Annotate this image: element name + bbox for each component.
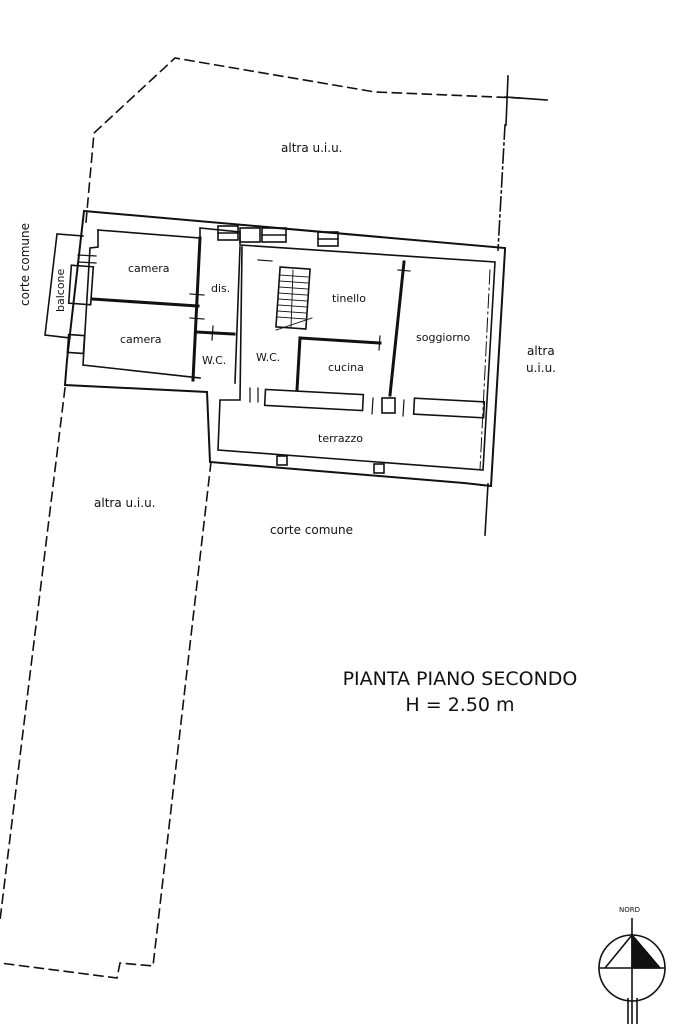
room-label-balcone: balcone	[54, 268, 67, 312]
zone-label-corte-left: corte comune	[18, 223, 32, 306]
left-unit-boundary	[0, 387, 66, 921]
north-label: NORD	[619, 906, 640, 914]
room-label-wc-1: W.C.	[202, 354, 227, 367]
room-label-camera-1: camera	[128, 262, 170, 275]
plan-title: PIANTA PIANO SECONDO	[342, 668, 578, 690]
zone-label-corte-bottom: corte comune	[270, 523, 353, 537]
top-unit-boundary	[85, 57, 521, 223]
room-label-cucina: cucina	[328, 361, 364, 374]
outer-wall	[63, 209, 506, 488]
zone-label-top: altra u.i.u.	[281, 141, 343, 155]
room-label-dis: dis.	[211, 282, 231, 295]
room-label-wc-2: W.C.	[256, 351, 281, 364]
room-label-camera-2: camera	[120, 333, 162, 346]
room-label-soggiorno: soggiorno	[416, 331, 471, 344]
plan-height: H = 2.50 m	[405, 694, 515, 716]
room-label-tinello: tinello	[332, 292, 366, 305]
balcone-outline	[44, 233, 84, 339]
room-label-terrazzo: terrazzo	[318, 432, 363, 445]
north-arrow-icon	[598, 918, 666, 1024]
zone-label-right-1: altra	[527, 344, 555, 358]
zone-label-right-2: u.i.u.	[526, 361, 556, 375]
zone-label-left-bottom: altra u.i.u.	[94, 496, 156, 510]
